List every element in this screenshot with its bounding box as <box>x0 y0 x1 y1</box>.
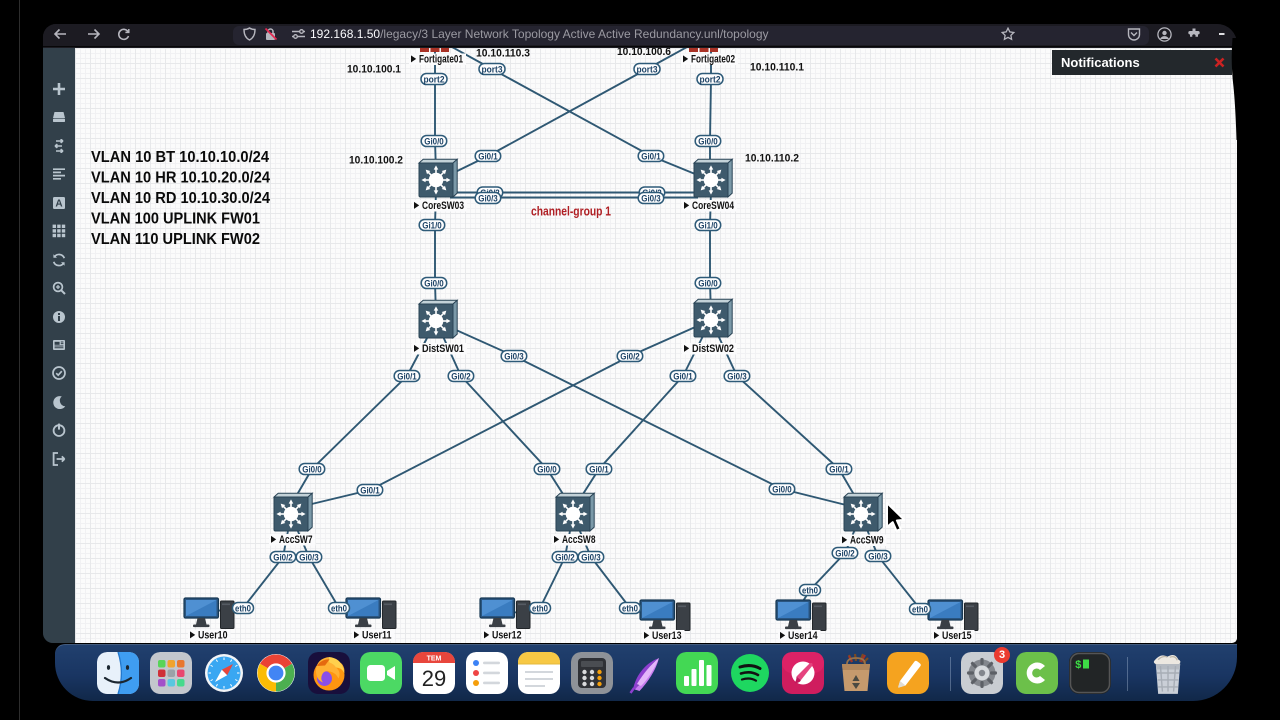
svg-text:DistSW01: DistSW01 <box>422 343 464 355</box>
svg-text:Gi0/3: Gi0/3 <box>299 552 319 563</box>
svg-text:Gi0/2: Gi0/2 <box>555 552 575 563</box>
svg-text:Gi0/3: Gi0/3 <box>478 193 498 204</box>
svg-text:Gi0/2: Gi0/2 <box>451 371 471 382</box>
svg-text:Gi0/1: Gi0/1 <box>360 485 380 496</box>
svg-text:CoreSW04: CoreSW04 <box>692 200 735 212</box>
svg-text:eth0: eth0 <box>802 585 818 596</box>
svg-text:Fortigate02: Fortigate02 <box>691 54 735 66</box>
svg-text:eth0: eth0 <box>622 603 638 614</box>
svg-text:AccSW9: AccSW9 <box>850 535 884 547</box>
svg-text:Gi0/2: Gi0/2 <box>835 548 855 559</box>
svg-text:10.10.110.1: 10.10.110.1 <box>750 61 804 73</box>
svg-text:Gi0/1: Gi0/1 <box>673 371 693 382</box>
svg-text:User15: User15 <box>942 630 972 642</box>
svg-text:10.10.100.1: 10.10.100.1 <box>347 63 401 75</box>
svg-text:VLAN 10 BT 10.10.10.0/24: VLAN 10 BT 10.10.10.0/24 <box>91 149 269 166</box>
svg-text:Gi0/1: Gi0/1 <box>397 371 417 382</box>
svg-text:eth0: eth0 <box>331 603 347 614</box>
svg-text:port3: port3 <box>482 64 503 75</box>
svg-text:10.10.110.2: 10.10.110.2 <box>745 152 799 164</box>
svg-text:29: 29 <box>422 666 446 691</box>
svg-text:Gi0/0: Gi0/0 <box>424 278 444 289</box>
svg-text:Gi0/1: Gi0/1 <box>641 151 661 162</box>
svg-text:Gi1/0: Gi1/0 <box>422 220 442 231</box>
svg-text:Gi1/0: Gi1/0 <box>698 220 718 231</box>
svg-text:port2: port2 <box>700 74 721 85</box>
svg-text:AccSW7: AccSW7 <box>279 534 313 546</box>
svg-text:Gi0/2: Gi0/2 <box>273 552 293 563</box>
svg-text:Gi0/3: Gi0/3 <box>581 552 601 563</box>
svg-text:Gi0/3: Gi0/3 <box>504 351 524 362</box>
svg-text:Gi0/3: Gi0/3 <box>727 371 747 382</box>
svg-text:Fortigate01: Fortigate01 <box>419 54 463 66</box>
svg-text:Gi0/2: Gi0/2 <box>620 351 640 362</box>
svg-text:eth0: eth0 <box>912 604 928 615</box>
svg-text:10.10.100.6: 10.10.100.6 <box>617 48 671 58</box>
svg-text:eth0: eth0 <box>532 603 548 614</box>
svg-text:port3: port3 <box>637 64 658 75</box>
svg-text:A: A <box>55 199 62 210</box>
svg-text:CoreSW03: CoreSW03 <box>422 200 464 212</box>
svg-text:Gi0/3: Gi0/3 <box>868 551 888 562</box>
svg-text:VLAN 10 RD 10.10.30.0/24: VLAN 10 RD 10.10.30.0/24 <box>91 190 270 207</box>
svg-text:Gi0/0: Gi0/0 <box>698 278 718 289</box>
svg-text:Gi0/1: Gi0/1 <box>589 464 609 475</box>
svg-text:$: $ <box>1075 660 1082 672</box>
svg-text:Gi0/1: Gi0/1 <box>829 464 849 475</box>
svg-text:Gi0/1: Gi0/1 <box>478 151 498 162</box>
svg-text:User14: User14 <box>788 630 818 642</box>
svg-text:eth0: eth0 <box>235 603 251 614</box>
svg-text:User13: User13 <box>652 630 682 642</box>
svg-text:DistSW02: DistSW02 <box>692 343 734 355</box>
svg-text:VLAN 10 HR 10.10.20.0/24: VLAN 10 HR 10.10.20.0/24 <box>91 170 270 187</box>
svg-text:User11: User11 <box>362 630 392 642</box>
svg-text:port2: port2 <box>424 74 445 85</box>
svg-text:Gi0/0: Gi0/0 <box>772 484 792 495</box>
svg-text:channel-group 1: channel-group 1 <box>531 205 611 219</box>
svg-text:10.10.100.2: 10.10.100.2 <box>349 154 403 166</box>
svg-text:Gi0/0: Gi0/0 <box>424 136 444 147</box>
svg-text:AccSW8: AccSW8 <box>562 534 596 546</box>
svg-text:Gi0/3: Gi0/3 <box>641 193 661 204</box>
svg-text:VLAN 100 UPLINK FW01: VLAN 100 UPLINK FW01 <box>91 211 260 228</box>
svg-text:10.10.110.3: 10.10.110.3 <box>476 48 530 59</box>
svg-text:User10: User10 <box>198 630 228 642</box>
svg-text:User12: User12 <box>492 630 522 642</box>
svg-text:TEM: TEM <box>427 656 442 663</box>
svg-text:Gi0/0: Gi0/0 <box>698 136 718 147</box>
svg-text:Gi0/0: Gi0/0 <box>537 464 557 475</box>
svg-text:VLAN 110 UPLINK FW02: VLAN 110 UPLINK FW02 <box>91 231 260 248</box>
svg-text:Gi0/0: Gi0/0 <box>302 464 322 475</box>
